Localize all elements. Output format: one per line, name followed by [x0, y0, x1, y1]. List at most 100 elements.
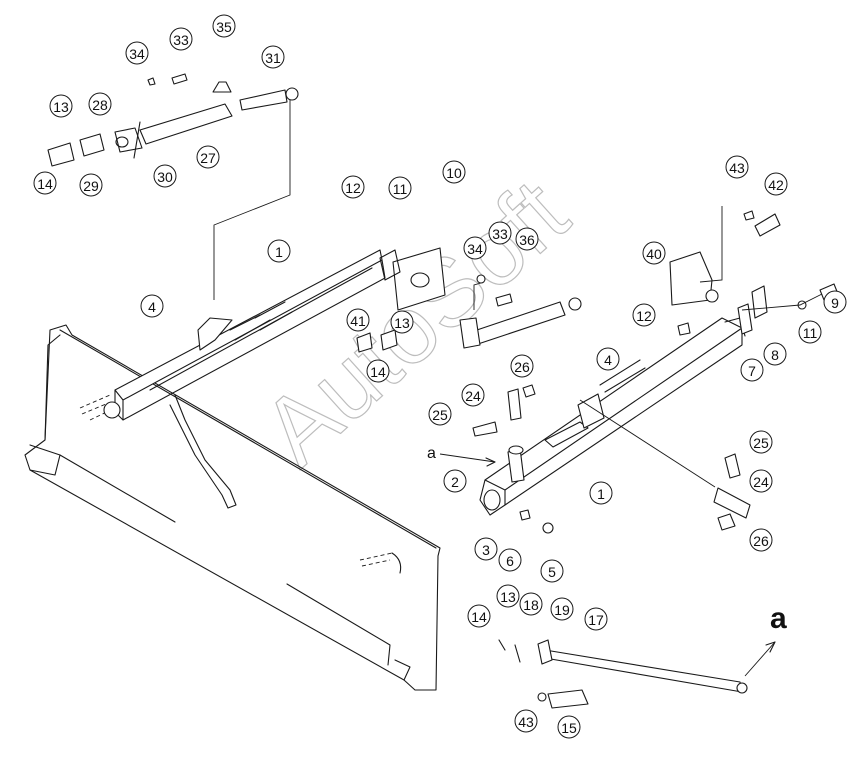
callout-17: 17: [584, 607, 608, 631]
callout-number: 29: [83, 178, 99, 194]
callout-8: 8: [763, 342, 787, 366]
callout-circle: [749, 430, 773, 454]
callout-42: 42: [764, 172, 788, 196]
callout-35: 35: [212, 14, 236, 38]
callout-circle: [261, 45, 285, 69]
callout-circle: [49, 94, 73, 118]
callout-circle: [642, 241, 666, 265]
callout-number: 24: [753, 474, 769, 490]
callout-number: 30: [157, 169, 173, 185]
callout-circle: [33, 171, 57, 195]
callout-number: 5: [548, 564, 556, 580]
callout-25: 25: [749, 430, 773, 454]
callout-circle: [540, 559, 564, 583]
callout-24: 24: [749, 469, 773, 493]
callout-number: 43: [729, 160, 745, 176]
callout-36: 36: [515, 227, 539, 251]
callout-9: 9: [823, 290, 847, 314]
callout-number: 35: [216, 19, 232, 35]
callout-27: 27: [196, 145, 220, 169]
callout-2: 2: [443, 469, 467, 493]
callout-number: 13: [500, 589, 516, 605]
callout-30: 30: [153, 164, 177, 188]
callout-circle: [725, 155, 749, 179]
callout-4: 4: [140, 294, 164, 318]
callout-34: 34: [125, 41, 149, 65]
callout-number: 41: [350, 313, 366, 329]
callout-circle: [88, 92, 112, 116]
callout-number: 12: [636, 308, 652, 324]
callout-circle: [428, 402, 452, 426]
callout-12: 12: [341, 175, 365, 199]
callout-number: 33: [173, 32, 189, 48]
callout-number: 43: [518, 714, 534, 730]
callout-circle: [125, 41, 149, 65]
callout-number: 24: [465, 388, 481, 404]
callout-number: 15: [561, 720, 577, 736]
callout-circle: [388, 176, 412, 200]
view-marker-a-large: a: [770, 602, 787, 635]
callout-28: 28: [88, 92, 112, 116]
callout-41: 41: [346, 308, 370, 332]
callout-circle: [632, 303, 656, 327]
callout-number: 31: [265, 50, 281, 66]
callout-circle: [498, 548, 522, 572]
callout-13: 13: [390, 310, 414, 334]
callout-3: 3: [474, 537, 498, 561]
callout-circle: [169, 27, 193, 51]
callout-circle: [461, 383, 485, 407]
right-hardware: [472, 206, 839, 534]
callout-number: 13: [53, 99, 69, 115]
callout-11: 11: [798, 320, 822, 344]
callout-circle: [589, 481, 613, 505]
callout-1: 1: [589, 481, 613, 505]
callout-12: 12: [632, 303, 656, 327]
callout-number: 8: [771, 347, 779, 363]
callout-number: 13: [394, 315, 410, 331]
callout-number: 34: [129, 46, 145, 62]
callout-26: 26: [510, 354, 534, 378]
callout-number: 9: [831, 295, 839, 311]
callout-14: 14: [33, 171, 57, 195]
callout-19: 19: [550, 597, 574, 621]
right-push-arm: [479, 317, 746, 516]
callout-circle: [366, 359, 390, 383]
dozer-blade: [24, 324, 441, 691]
callout-number: 36: [519, 232, 535, 248]
callout-7: 7: [740, 358, 764, 382]
callout-43: 43: [514, 709, 538, 733]
callout-circle: [740, 358, 764, 382]
callout-number: 14: [471, 609, 487, 625]
callout-circle: [496, 584, 520, 608]
callout-31: 31: [261, 45, 285, 69]
callout-number: 25: [432, 407, 448, 423]
brace-rod: [498, 639, 776, 709]
callout-13: 13: [496, 584, 520, 608]
callout-circle: [514, 709, 538, 733]
callout-circle: [341, 175, 365, 199]
callout-circle: [267, 239, 291, 263]
callout-number: 42: [768, 177, 784, 193]
callout-34: 34: [463, 236, 487, 260]
callout-number: 7: [748, 363, 756, 379]
callout-14: 14: [366, 359, 390, 383]
callout-circle: [515, 227, 539, 251]
callout-circle: [823, 290, 847, 314]
callout-circle: [442, 160, 466, 184]
callout-24: 24: [461, 383, 485, 407]
callout-43: 43: [725, 155, 749, 179]
callout-circle: [79, 173, 103, 197]
callout-number: 17: [588, 612, 604, 628]
callout-6: 6: [498, 548, 522, 572]
callout-circle: [584, 607, 608, 631]
callout-25: 25: [428, 402, 452, 426]
callout-number: 4: [148, 299, 156, 315]
callout-circle: [488, 221, 512, 245]
callout-number: 19: [554, 602, 570, 618]
callout-11: 11: [388, 176, 412, 200]
callout-circle: [763, 342, 787, 366]
callout-number: 10: [446, 165, 462, 181]
callout-circle: [749, 469, 773, 493]
callout-33: 33: [169, 27, 193, 51]
